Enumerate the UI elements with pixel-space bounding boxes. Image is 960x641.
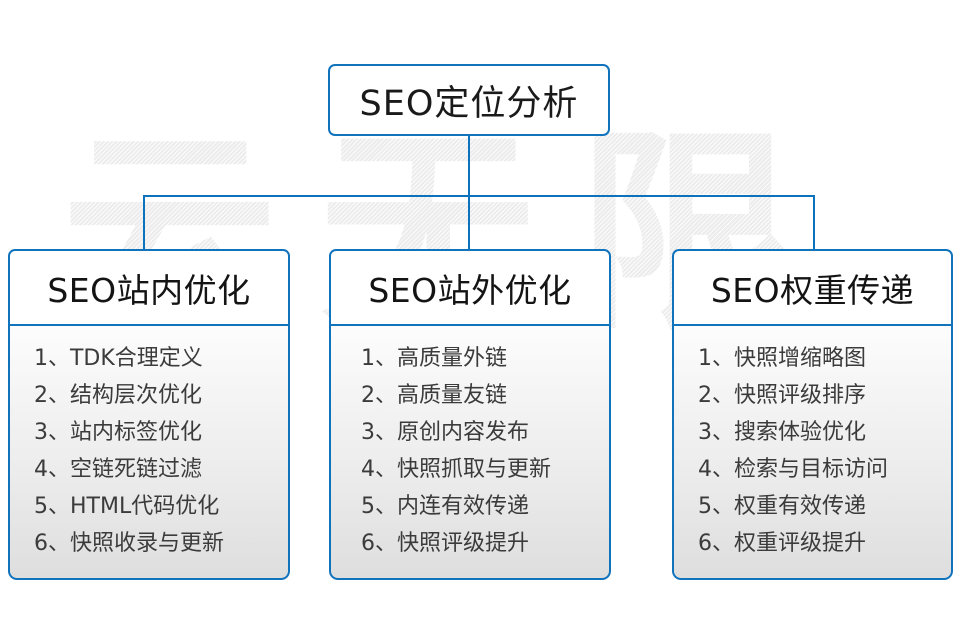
list-item: 2、结构层次优化 (34, 383, 202, 408)
list-item: 3、原创内容发布 (361, 420, 529, 445)
root-node-title: SEO定位分析 (359, 83, 579, 124)
list-item: 1、TDK合理定义 (34, 346, 203, 371)
list-item: 3、站内标签优化 (34, 420, 202, 445)
branch-list-site-internal: 1、TDK合理定义 2、结构层次优化 3、站内标签优化 4、空链死链过滤 5、H… (8, 326, 290, 580)
branch-list-site-external: 1、高质量外链 2、高质量友链 3、原创内容发布 4、快照抓取与更新 5、内连有… (329, 326, 611, 580)
list-item: 3、搜索体验优化 (698, 420, 866, 445)
branch-header-site-internal[interactable]: SEO站内优化 (8, 249, 290, 326)
connector-drop-right (813, 195, 815, 250)
list-item: 1、快照增缩略图 (698, 346, 866, 371)
list-item: 4、快照抓取与更新 (361, 457, 551, 482)
root-node[interactable]: SEO定位分析 (328, 64, 610, 136)
list-item: 6、权重评级提升 (698, 531, 866, 556)
branch-column-site-internal: SEO站内优化 1、TDK合理定义 2、结构层次优化 3、站内标签优化 4、空链… (8, 249, 290, 580)
list-item: 5、内连有效传递 (361, 494, 529, 519)
connector-horizontal-bus (143, 195, 815, 197)
branch-header-weight-transfer[interactable]: SEO权重传递 (672, 249, 953, 326)
branch-header-label: SEO站内优化 (47, 270, 251, 310)
list-item: 4、检索与目标访问 (698, 457, 888, 482)
branch-header-label: SEO权重传递 (710, 270, 915, 310)
list-item: 5、HTML代码优化 (34, 494, 220, 519)
branch-header-site-external[interactable]: SEO站外优化 (329, 249, 611, 326)
list-item: 2、快照评级排序 (698, 383, 866, 408)
list-item: 6、快照评级提升 (361, 531, 529, 556)
branch-columns: SEO站内优化 1、TDK合理定义 2、结构层次优化 3、站内标签优化 4、空链… (0, 249, 960, 581)
list-item: 1、高质量外链 (361, 346, 507, 371)
branch-column-site-external: SEO站外优化 1、高质量外链 2、高质量友链 3、原创内容发布 4、快照抓取与… (329, 249, 611, 580)
list-item: 4、空链死链过滤 (34, 457, 202, 482)
branch-list-weight-transfer: 1、快照增缩略图 2、快照评级排序 3、搜索体验优化 4、检索与目标访问 5、权… (672, 326, 953, 580)
list-item: 2、高质量友链 (361, 383, 507, 408)
list-item: 5、权重有效传递 (698, 494, 866, 519)
list-item: 6、快照收录与更新 (34, 531, 224, 556)
connector-drop-middle (468, 195, 470, 250)
connector-stem-top (468, 135, 470, 197)
branch-column-weight-transfer: SEO权重传递 1、快照增缩略图 2、快照评级排序 3、搜索体验优化 4、检索与… (672, 249, 953, 580)
connector-drop-left (143, 195, 145, 250)
branch-header-label: SEO站外优化 (368, 270, 572, 310)
